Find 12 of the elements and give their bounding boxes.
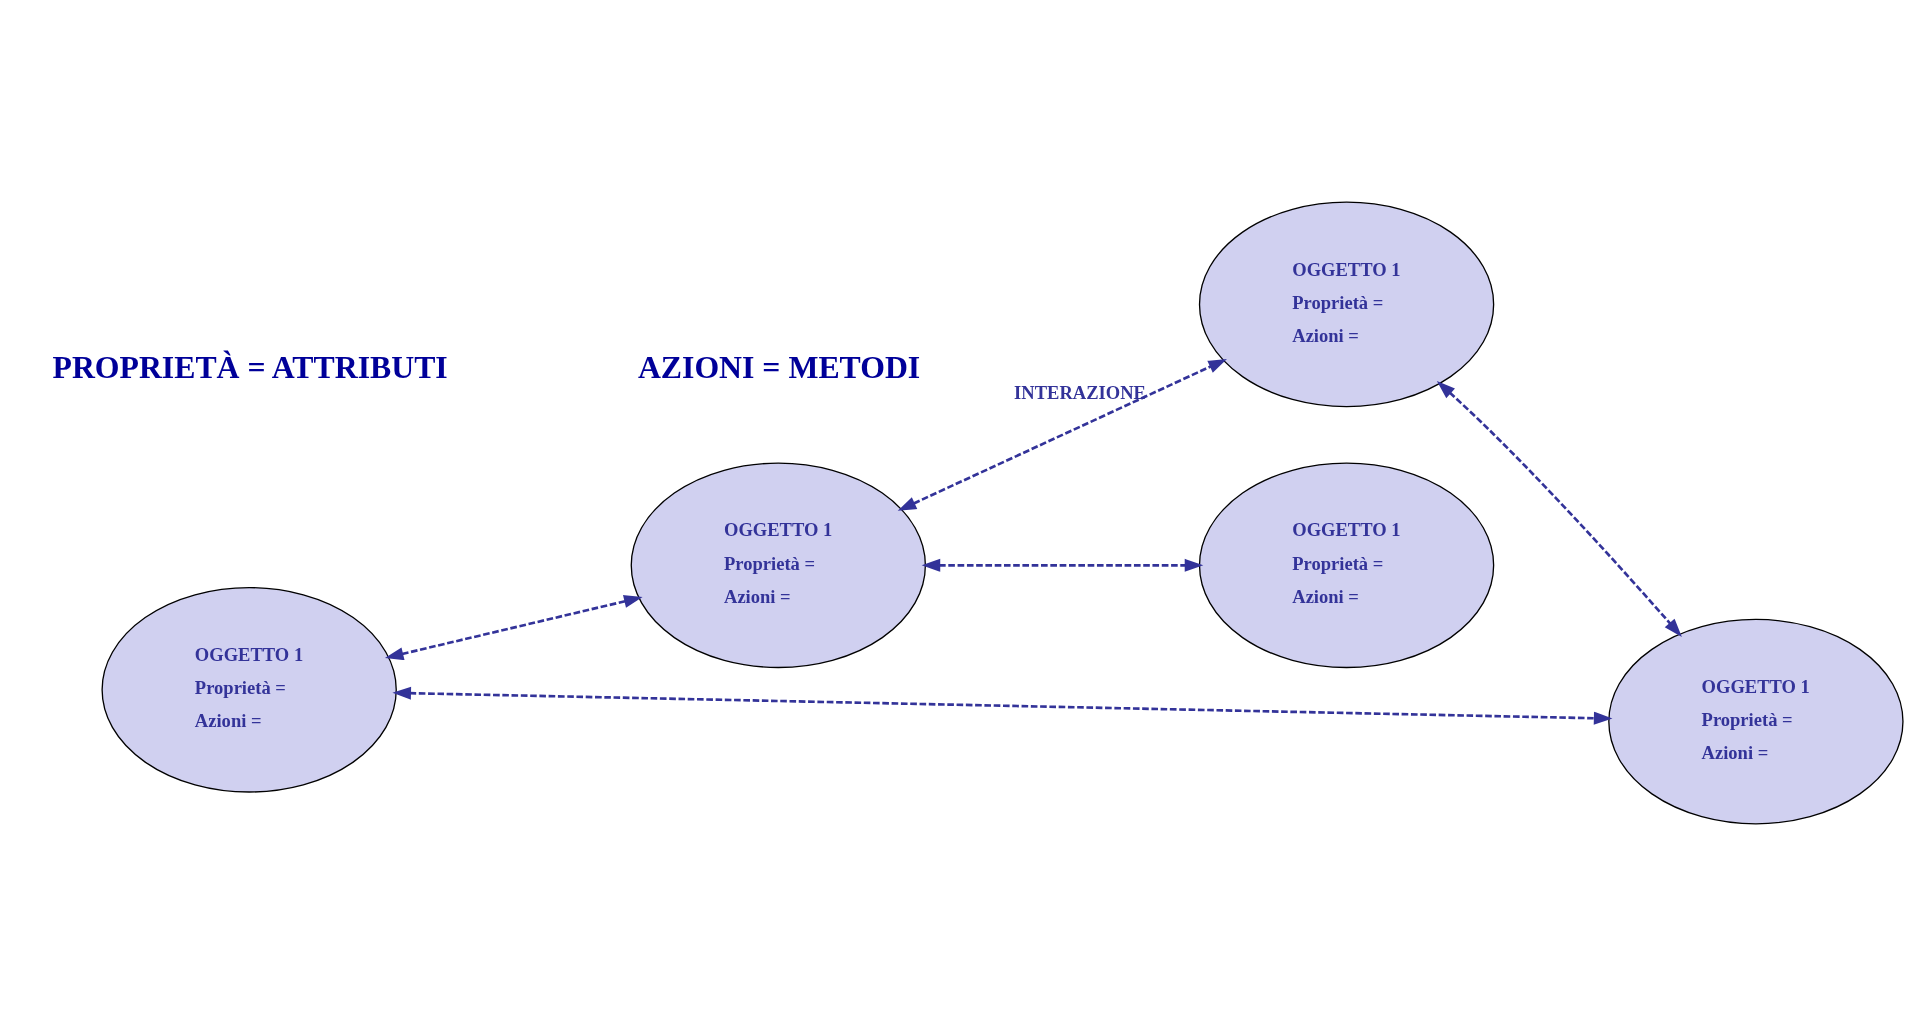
node-ellipse: OGGETTO 1 Proprietà = Azioni = <box>1198 201 1495 408</box>
arrow <box>897 358 1227 511</box>
arrow <box>384 595 643 661</box>
arrow <box>921 558 1204 572</box>
arrow <box>1436 380 1682 637</box>
edge-label: INTERAZIONE <box>1014 381 1146 403</box>
node-ellipse: OGGETTO 1 Proprietà = Azioni = <box>1198 462 1495 669</box>
node-ellipse: OGGETTO 1 Proprietà = Azioni = <box>101 587 397 793</box>
arrow <box>392 686 1613 725</box>
label: AZIONI = METODI <box>637 349 921 385</box>
node-ellipse: OGGETTO 1 Proprietà = Azioni = <box>630 462 927 669</box>
label: PROPRIETÀ = ATTRIBUTI <box>52 349 448 385</box>
